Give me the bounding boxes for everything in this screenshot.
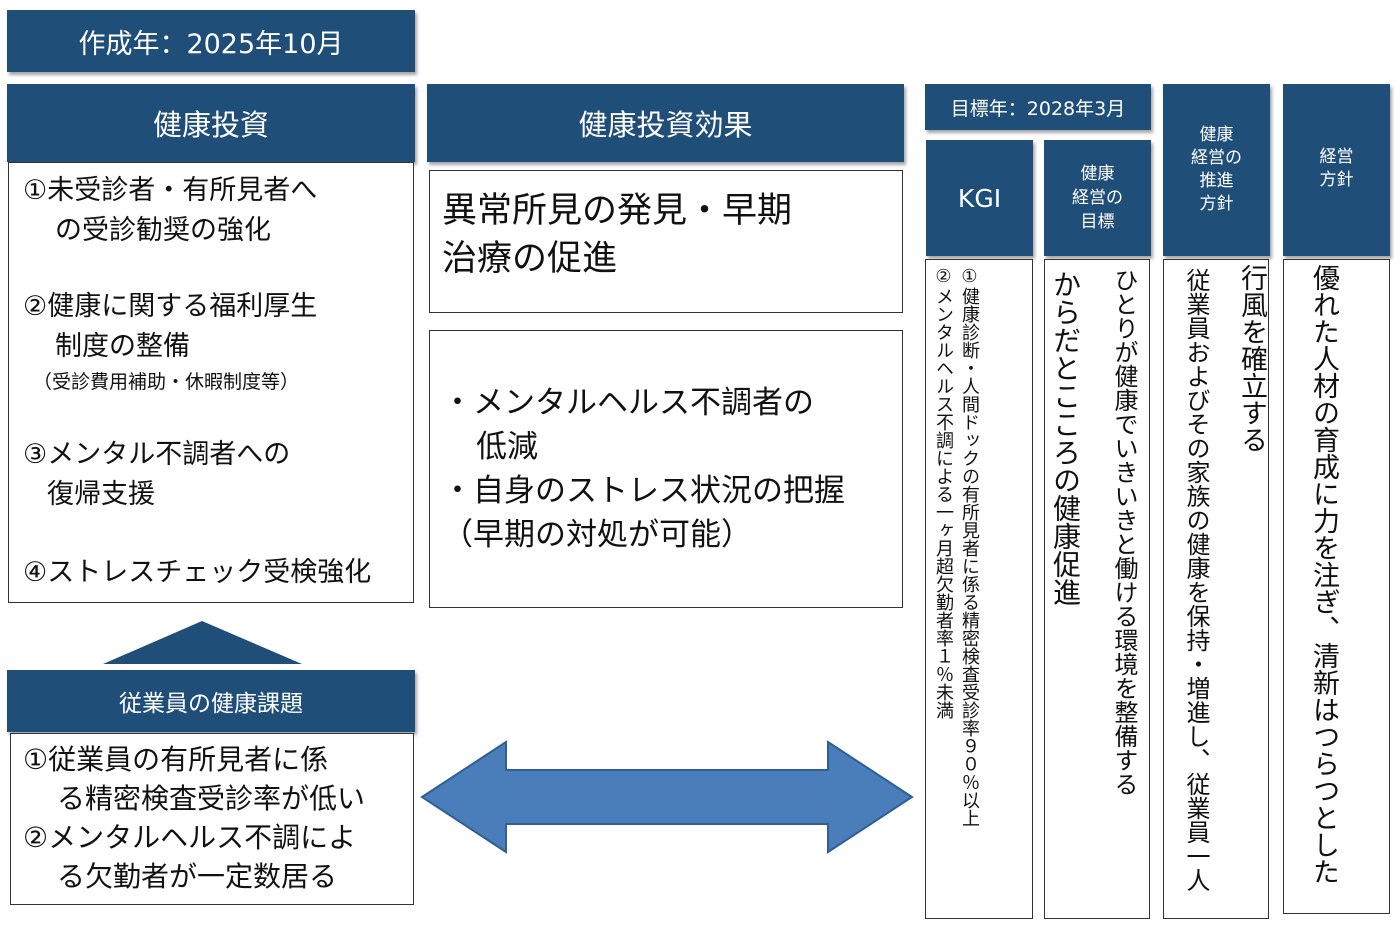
kgi-text: ①健康診断・人間ドックの有所見者に係る精密検査受診率９０％以上 ②メンタルヘルス… bbox=[930, 266, 1008, 827]
created-year-label: 作成年：2025年10月 bbox=[78, 28, 344, 60]
up-triangle-arrow bbox=[103, 621, 302, 664]
kgi-item-1: ①健康診断・人間ドックの有所見者に係る精密検査受診率９０％以上 bbox=[959, 266, 980, 827]
investment-item-1: ①未受診者・有所見者へ の受診勧奨の強化 bbox=[23, 175, 318, 246]
investment-item-3: ③メンタル不調者への 復帰支援 bbox=[23, 439, 291, 510]
investment-item-2: ②健康に関する福利厚生 制度の整備 （受診費用補助・休暇制度等） bbox=[23, 291, 318, 393]
kgi-header: KGI bbox=[926, 140, 1033, 256]
target-year-label: 目標年：2028年3月 bbox=[950, 97, 1126, 120]
investment-box: ①未受診者・有所見者へ の受診勧奨の強化 ②健康に関する福利厚生 制度の整備 （… bbox=[8, 162, 414, 603]
effect-detection-text: 異常所見の発見・早期 治療の促進 bbox=[442, 191, 793, 279]
kgi-item-2: ②メンタルヘルス不調による一ヶ月超欠勤者率１％未満 bbox=[933, 266, 954, 719]
investment-header: 健康投資 bbox=[7, 84, 415, 162]
kgi-header-label: KGI bbox=[957, 183, 1002, 213]
policy-header: 健康 経営の 推進 方針 bbox=[1163, 84, 1270, 256]
target-year-header: 目標年：2028年3月 bbox=[925, 84, 1151, 130]
management-text: 優れた人材の育成に力を注ぎ、清新はつらつとした 行風を確立する bbox=[1236, 264, 1339, 885]
effect-box-mental: ・メンタルヘルス不調者の 低減 ・自身のストレス状況の把握 （早期の対処が可能） bbox=[429, 330, 903, 608]
effect-box-detection: 異常所見の発見・早期 治療の促進 bbox=[429, 170, 903, 313]
investment-header-label: 健康投資 bbox=[152, 108, 269, 142]
issues-text: ①従業員の有所見者に係 る精密検査受診率が低い ②メンタルヘルス不調によ る欠勤… bbox=[23, 743, 366, 893]
created-year-header: 作成年：2025年10月 bbox=[7, 10, 415, 72]
policy-box: 従業員およびその家族の健康を保持・増進し、従業員一人 ひとりが健康でいきいきと働… bbox=[1110, 259, 1269, 919]
management-box: 優れた人材の育成に力を注ぎ、清新はつらつとした 行風を確立する bbox=[1236, 259, 1390, 914]
effect-mental-text: ・メンタルヘルス不調者の 低減 ・自身のストレス状況の把握 （早期の対処が可能） bbox=[442, 385, 845, 553]
issues-header-label: 従業員の健康課題 bbox=[119, 691, 303, 717]
goal-text: からだとこころの健康促進 bbox=[1049, 270, 1082, 606]
effect-header-label: 健康投資効果 bbox=[578, 108, 753, 142]
policy-text: 従業員およびその家族の健康を保持・増進し、従業員一人 ひとりが健康でいきいきと働… bbox=[1110, 268, 1210, 892]
effect-header: 健康投資効果 bbox=[427, 84, 904, 162]
kgi-box: ①健康診断・人間ドックの有所見者に係る精密検査受診率９０％以上 ②メンタルヘルス… bbox=[925, 259, 1033, 919]
goal-header: 健康 経営の 目標 bbox=[1044, 140, 1151, 256]
double-arrow bbox=[420, 740, 914, 854]
goal-box: からだとこころの健康促進 bbox=[1044, 259, 1150, 919]
issues-header: 従業員の健康課題 bbox=[7, 670, 415, 732]
investment-item-4: ④ストレスチェック受検強化 bbox=[23, 557, 372, 588]
issues-box: ①従業員の有所見者に係 る精密検査受診率が低い ②メンタルヘルス不調によ る欠勤… bbox=[10, 733, 414, 905]
management-header: 経営 方針 bbox=[1283, 84, 1390, 256]
